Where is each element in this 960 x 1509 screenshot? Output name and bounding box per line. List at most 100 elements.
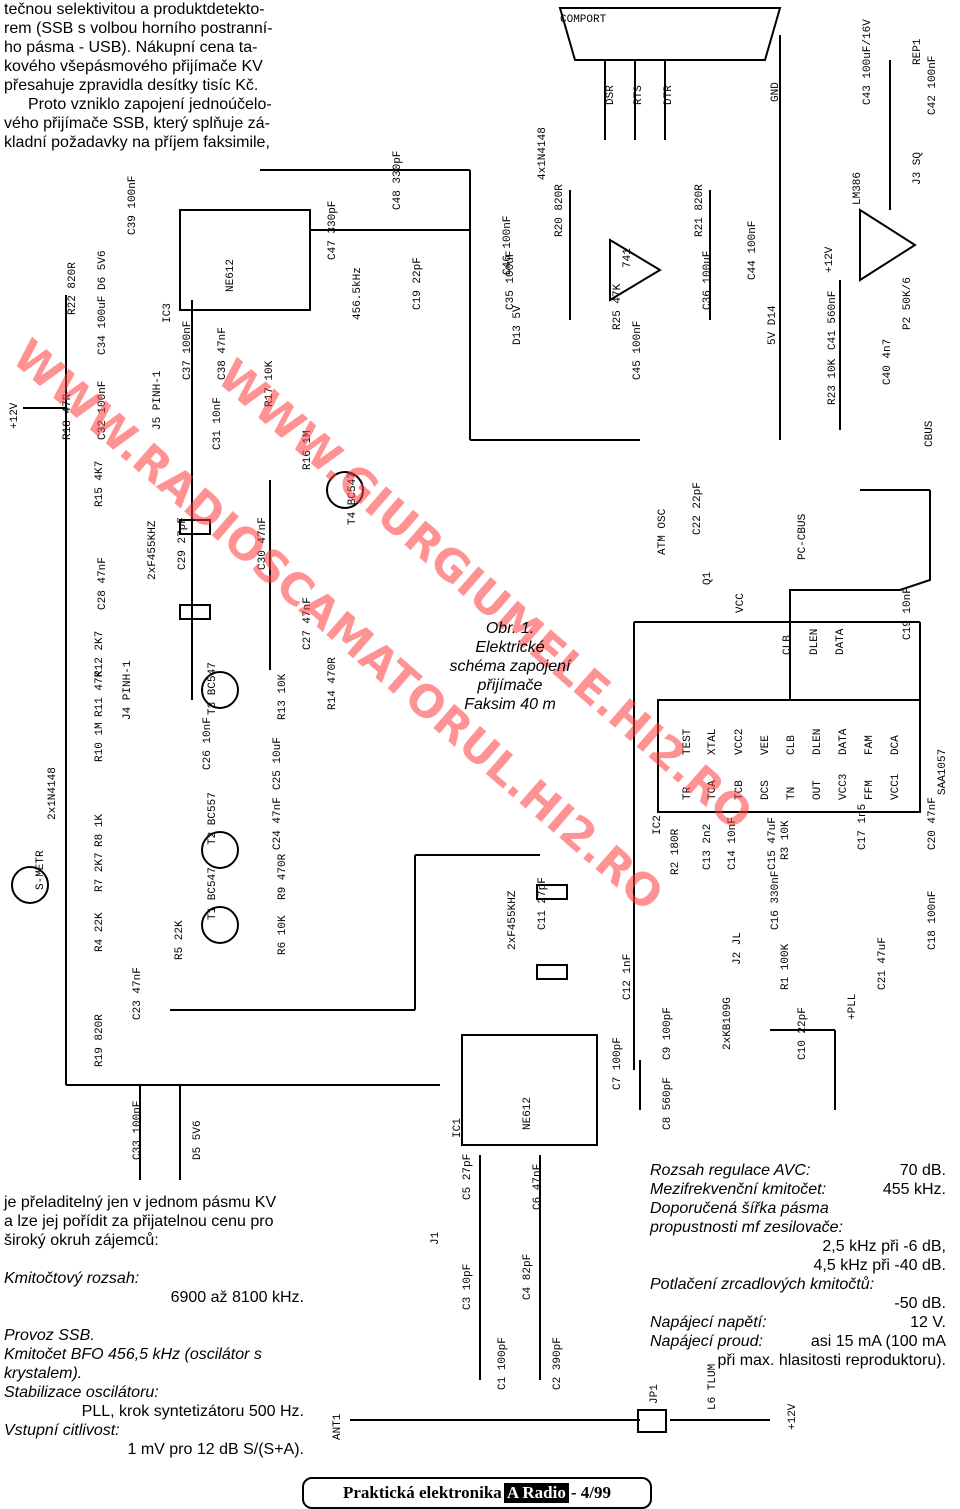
- c27-label: C27 47nF: [302, 597, 314, 650]
- pccbus-label: PC-CBUS: [797, 513, 809, 560]
- r23-label: R23 10K: [827, 358, 839, 405]
- c22-label: C22 22pF: [692, 482, 704, 535]
- supply-voltage-value: 12 V.: [910, 1314, 946, 1331]
- ic2-pin-label: CLB: [786, 735, 798, 755]
- r8-label: R8 1K: [94, 814, 106, 847]
- cbus-label: CBUS: [924, 420, 936, 447]
- r14-label: R14 470R: [327, 657, 339, 710]
- bfo-text: Kmitočet BFO 456,5 kHz (oscilátor s krys…: [4, 1346, 262, 1382]
- c28-label: C28 47nF: [97, 557, 109, 610]
- c45-label: C45 100nF: [632, 321, 644, 380]
- dsr-label: DSR: [605, 85, 617, 105]
- sens-label: Vstupní citlivost:: [4, 1422, 120, 1439]
- f2-label: 2xF455KHZ: [147, 520, 159, 580]
- c23-label: C23 47nF: [132, 967, 144, 1020]
- d12-label: 2xKB109G: [722, 997, 734, 1050]
- r18-label: R18 47R: [62, 393, 74, 440]
- sens-value: 1 mV pro 12 dB S/(S+A).: [127, 1441, 304, 1458]
- gnd-label: GND: [770, 82, 782, 102]
- c37-label: C37 100nF: [182, 321, 194, 380]
- pll-label: +PLL: [847, 994, 859, 1020]
- c47-label: C47 330pF: [327, 201, 339, 260]
- jp1-label: JP1: [649, 1384, 661, 1404]
- j5-label: J5 PINH-1: [152, 370, 164, 430]
- caption-line: schéma zapojení: [449, 658, 571, 675]
- c19-label: C19 10nF: [902, 587, 914, 640]
- supply-voltage-label: Napájecí napětí:: [650, 1314, 767, 1331]
- freq-label: Kmitočtový rozsah:: [4, 1270, 140, 1287]
- c19a-label: C19 22pF: [412, 257, 424, 310]
- bw-label: Doporučená šířka pásma: [650, 1200, 829, 1217]
- caption-line: Obr. 1.: [485, 620, 535, 637]
- c24-label: C24 47nF: [272, 797, 284, 850]
- c41-label: C41 560nF: [827, 291, 839, 350]
- c11-label: C11 27pF: [537, 877, 549, 930]
- c29-label: C29 27pF: [177, 517, 189, 570]
- intro-line: vého přijímače SSB, který splňuje zá-: [4, 115, 270, 132]
- c43-label: C43 100uF/16V: [862, 19, 874, 105]
- ic2-pin-label: VCC1: [890, 773, 902, 800]
- c21-label: C21 47uF: [877, 937, 889, 990]
- q2-freq-label: 456.5kHz: [352, 267, 364, 320]
- ic4-type-label: LM386: [852, 172, 864, 205]
- t4-label: T4 BC547: [347, 472, 359, 525]
- speaker-label: REP1: [912, 38, 924, 65]
- intro-paragraph: tečnou selektivitou a produktdetekto- re…: [4, 0, 304, 152]
- ic2-pin-label: DATA: [838, 728, 850, 755]
- intro-line: Proto vzniklo zapojení jednoúčelo-: [28, 96, 272, 113]
- c46-label: C46 100nF: [502, 216, 514, 275]
- if-label: Mezifrekvenční kmitočet:: [650, 1181, 827, 1198]
- intro-line: rem (SSB s volbou horního postranní-: [4, 20, 273, 37]
- intro-line: přesahuje zpravidla desítky tisíc Kč.: [4, 77, 259, 94]
- c9-label: C9 100pF: [662, 1007, 674, 1060]
- p2-label: P2 50K/6: [902, 277, 914, 330]
- r2-label: R2 180R: [670, 828, 682, 875]
- c16-label: C16 330nF: [770, 871, 782, 930]
- c40-label: C40 4n7: [882, 339, 894, 385]
- r10-label: R10 1M: [94, 722, 106, 762]
- stab-value: PLL, krok syntetizátoru 500 Hz.: [81, 1403, 304, 1420]
- d13-label: D13 5V: [512, 305, 524, 345]
- ic5-type-label: 741: [622, 248, 634, 268]
- f1-label: 2xF455KHZ: [507, 890, 519, 950]
- ic2-pin-label: TR: [682, 786, 694, 800]
- ic2-type-label: SAA1057: [937, 749, 949, 795]
- ic3-type-label: NE612: [225, 259, 237, 292]
- mode-text: Provoz SSB.: [4, 1327, 95, 1344]
- ic2-pin-label: FAM: [864, 735, 876, 755]
- c38-label: C38 47nF: [217, 327, 229, 380]
- comport-label: COMPORT: [560, 14, 607, 26]
- data-label: DATA: [835, 628, 847, 655]
- ic2-pin-label: FFM: [864, 780, 876, 800]
- c25-label: C25 10uF: [272, 737, 284, 790]
- c14-label: C14 10nF: [727, 817, 739, 870]
- antenna-label: ANT1: [332, 1413, 344, 1440]
- t2-label: T2 BC557: [207, 792, 219, 845]
- r22-label: R22 820R: [67, 262, 79, 315]
- ic2-pin-label: DCS: [760, 780, 772, 800]
- d5-label: D5 5V6: [192, 1120, 204, 1160]
- s-metr-label: S-METR: [35, 850, 47, 890]
- c33-label: C33 100nF: [132, 1101, 144, 1160]
- vcc-label: VCC: [735, 593, 747, 613]
- supply-label: +12V: [9, 402, 21, 429]
- c39-label: C39 100nF: [127, 176, 139, 235]
- c36-label: C36 100uF: [702, 251, 714, 310]
- c20-label: C20 47nF: [927, 797, 939, 850]
- j1-label: J1: [430, 1231, 442, 1245]
- ic2-pin-label: TCB: [734, 780, 746, 800]
- rts-label: RTS: [633, 85, 645, 105]
- c3-label: C3 10pF: [462, 1264, 474, 1310]
- t1-label: T1 BC547: [207, 867, 219, 920]
- c48-label: C48 330pF: [392, 151, 404, 210]
- supply-label: +12V: [824, 246, 836, 273]
- d10-label: 4x1N4148: [537, 127, 549, 180]
- r12-label: R12 2K7: [94, 631, 106, 677]
- supply-label: +12V: [787, 1403, 799, 1430]
- j3-label: J3 SQ: [912, 152, 924, 185]
- ic2-pin-label: TEST: [682, 728, 694, 755]
- t3-label: T3 BC547: [207, 662, 219, 715]
- r13-label: R13 10K: [277, 673, 289, 720]
- stab-label: Stabilizace oscilátoru:: [4, 1384, 159, 1401]
- r25-label: R25 47K: [612, 283, 624, 330]
